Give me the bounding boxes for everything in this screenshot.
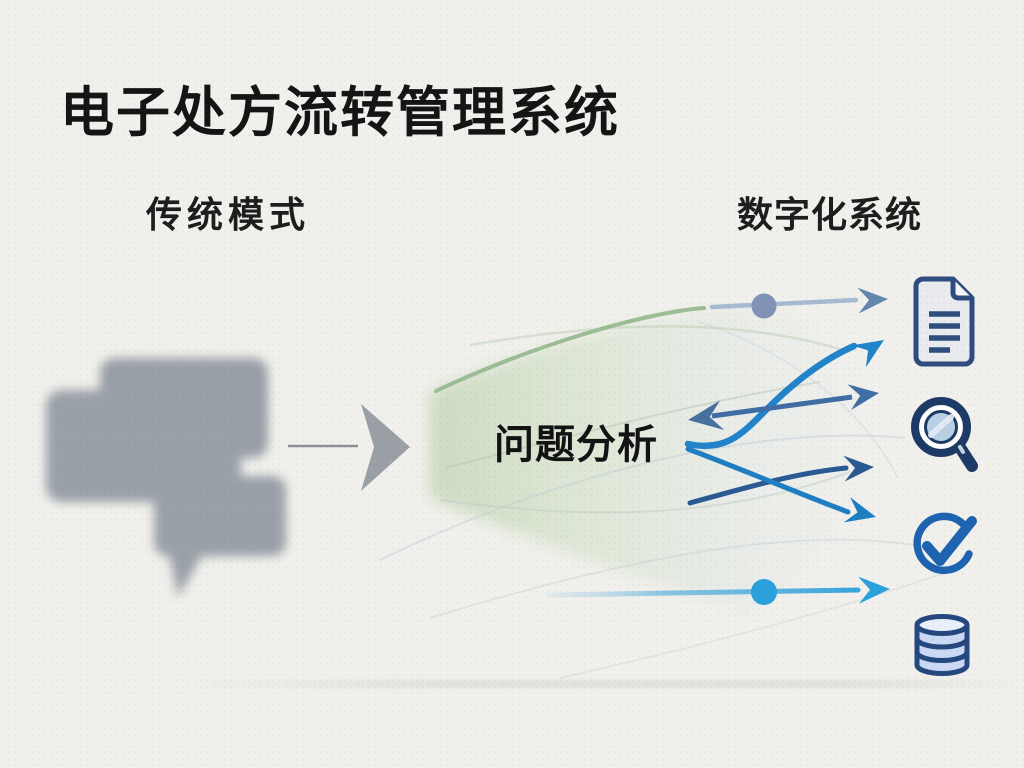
analysis-label: 问题分析 <box>494 423 658 467</box>
node-dot-cyan <box>751 579 777 605</box>
flow-arrow-bidirectional <box>685 380 881 435</box>
analysis-beam <box>379 306 966 679</box>
flow-arrow-database <box>545 575 891 605</box>
magnifier-icon <box>906 394 986 486</box>
chat-bubbles-icon <box>46 358 286 598</box>
flow-arrow-document <box>434 286 889 393</box>
flow-arrow-lower <box>685 446 880 530</box>
connector-arrow <box>288 404 410 491</box>
column-label-digital: 数字化系统 <box>737 194 923 235</box>
node-dot-slate <box>751 293 777 319</box>
column-label-traditional: 传统模式 <box>146 194 311 235</box>
surface-shadow <box>180 680 1024 688</box>
document-icon <box>910 274 978 368</box>
check-circle-icon <box>908 504 980 584</box>
page-title: 电子处方流转管理系统 <box>60 83 620 143</box>
database-icon <box>912 614 972 678</box>
